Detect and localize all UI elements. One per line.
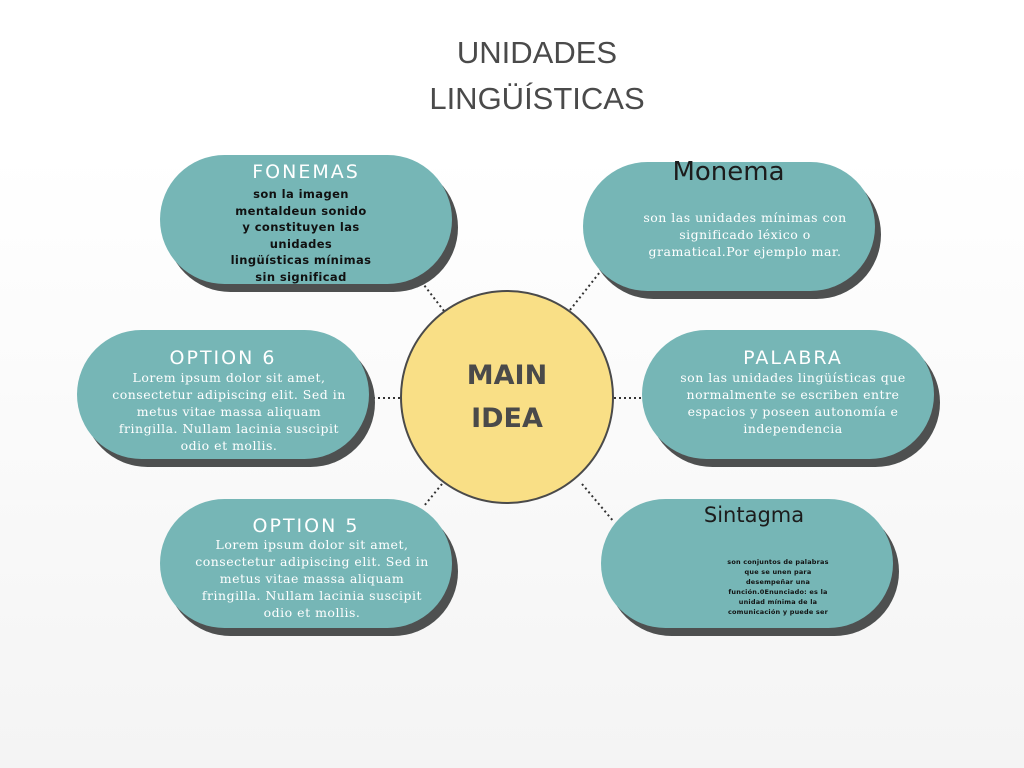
- node-sintagma-title: Sintagma: [703, 503, 805, 527]
- connector-option5: [423, 483, 443, 507]
- node-option-5: OPTION 5 Lorem ipsum dolor sit amet, con…: [160, 499, 452, 628]
- title-line-2: LINGÜÍSTICAS: [429, 81, 645, 116]
- main-idea-line-1: MAIN: [466, 360, 548, 391]
- node-fonemas: FONEMAS son la imagen mentaldeun sonido …: [160, 155, 452, 284]
- connector-fonemas: [423, 284, 445, 312]
- node-option-5-title: OPTION 5: [252, 515, 360, 537]
- node-palabra-title: PALABRA: [743, 347, 843, 369]
- node-fonemas-title: FONEMAS: [252, 161, 360, 183]
- node-monema: Monema son las unidades mínimas con sign…: [583, 157, 875, 291]
- connector-monema: [569, 271, 601, 311]
- diagram-title: UNIDADES LINGÜÍSTICAS: [362, 30, 712, 122]
- main-idea-label: MAIN IDEA: [402, 354, 612, 440]
- node-palabra-body: son las unidades lingüísticas que normal…: [680, 370, 906, 436]
- node-option-6: OPTION 6 Lorem ipsum dolor sit amet, con…: [77, 330, 369, 459]
- node-fonemas-body: son la imagen mentaldeun sonido y consti…: [230, 187, 372, 284]
- main-idea-line-2: IDEA: [471, 403, 543, 434]
- node-option-6-body: Lorem ipsum dolor sit amet, consectetur …: [112, 370, 346, 453]
- node-monema-body: son las unidades mínimas con significado…: [643, 210, 847, 259]
- node-option-6-title: OPTION 6: [169, 347, 277, 369]
- node-monema-title: Monema: [672, 157, 785, 187]
- connector-sintagma: [581, 483, 615, 523]
- node-sintagma-body: son conjuntos de palabras que se unen pa…: [727, 558, 829, 616]
- node-palabra: PALABRA son las unidades lingüísticas qu…: [642, 330, 934, 459]
- main-idea-circle: MAIN IDEA: [400, 290, 614, 504]
- title-line-1: UNIDADES: [456, 35, 618, 70]
- node-option-5-body: Lorem ipsum dolor sit amet, consectetur …: [195, 537, 429, 620]
- node-sintagma: Sintagma son conjuntos de palabras que s…: [601, 499, 893, 628]
